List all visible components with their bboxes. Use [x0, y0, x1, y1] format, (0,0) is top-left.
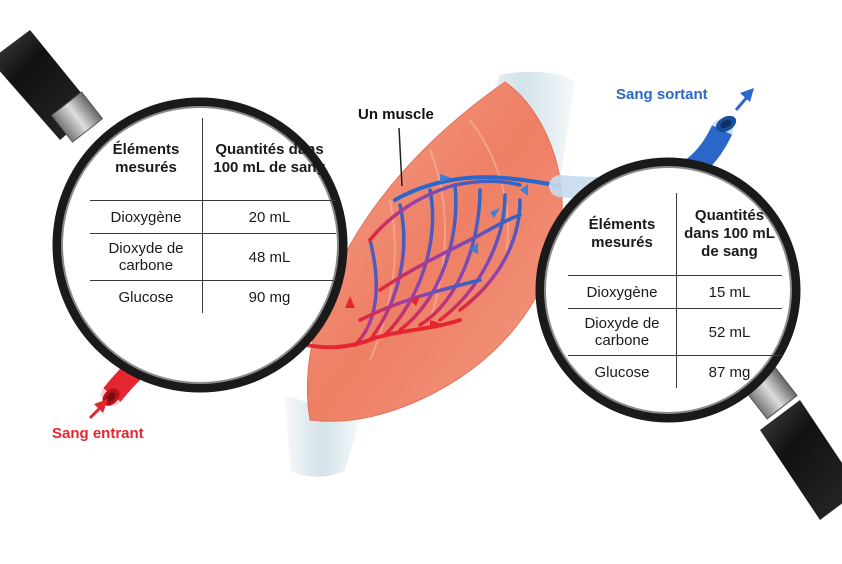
venous-collector	[393, 175, 562, 202]
row-element: Dioxygène	[90, 200, 203, 234]
header-element: Éléments mesurés	[90, 118, 203, 201]
row-element: Glucose	[568, 355, 677, 388]
row-quantity: 48 mL	[202, 233, 336, 281]
row-element: Dioxyde de carbone	[90, 233, 203, 281]
blood-in-label: Sang entrant	[52, 425, 144, 442]
header-quantity: Quantités dans 100 mL de sang	[676, 193, 782, 276]
header-quantity: Quantités dans 100 mL de sang	[202, 118, 336, 201]
table-incoming-blood: Éléments mesurés Quantités dans 100 mL d…	[90, 118, 336, 313]
flow-arrows	[440, 174, 528, 254]
arrow-in-icon	[88, 399, 108, 420]
capillary-network	[353, 179, 522, 347]
muscle-leader-line	[398, 127, 403, 187]
muscle-label: Un muscle	[358, 106, 434, 123]
blood-out-label: Sang sortant	[616, 86, 708, 103]
header-element: Éléments mesurés	[568, 193, 677, 276]
row-quantity: 15 mL	[676, 275, 782, 309]
row-element: Dioxyde de carbone	[568, 308, 677, 356]
arrow-out-icon	[734, 88, 754, 111]
row-quantity: 20 mL	[202, 200, 336, 234]
row-element: Glucose	[90, 280, 203, 313]
row-quantity: 52 mL	[676, 308, 782, 356]
flow-arrows-red	[345, 296, 442, 328]
table-outgoing-blood: Éléments mesurés Quantités dans 100 mL d…	[568, 193, 782, 388]
row-quantity: 87 mg	[676, 355, 782, 388]
row-element: Dioxygène	[568, 275, 677, 309]
row-quantity: 90 mg	[202, 280, 336, 313]
